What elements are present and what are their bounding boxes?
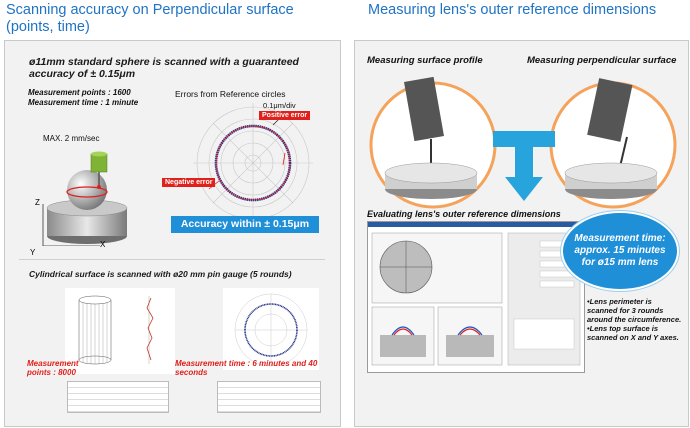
cylinder-result-table (67, 381, 169, 413)
bullet-marker: • (587, 297, 590, 306)
measurement-time-bubble: Measurement time: approx. 15 minutes for… (561, 211, 679, 291)
down-arrow-icon (493, 131, 555, 201)
left-section-title: Scanning accuracy on Perpendicular surfa… (6, 2, 294, 35)
sphere-probe-illustration (42, 151, 128, 246)
reference-circle-plot (193, 103, 313, 223)
scale-label: 0.1μm/div (263, 101, 296, 110)
cylinder-polar-plot (223, 288, 319, 370)
software-plots (371, 232, 581, 366)
cylinder-time-text: Measurement time : 6 minutes and 40 seco… (175, 359, 318, 377)
left-panel: ø11mm standard sphere is scanned with a … (4, 40, 341, 427)
bullet-top-surface-text: Lens top surface is scanned on X and Y a… (587, 324, 679, 342)
perpendicular-surface-label: Measuring perpendicular surface (527, 55, 677, 66)
sphere-headline: ø11mm standard sphere is scanned with a … (29, 56, 299, 80)
probe-head (90, 153, 108, 173)
positive-error-label: Positive error (259, 111, 311, 120)
bullet-marker: • (587, 324, 590, 333)
cylinder-scan-plot (65, 288, 175, 374)
axis-x-label: X (100, 240, 106, 249)
bullet-top-surface: •Lens top surface is scanned on X and Y … (587, 324, 683, 342)
measurement-time-text: Measurement time : 1 minute (28, 98, 139, 107)
accuracy-banner: Accuracy within ± 0.15μm (171, 216, 319, 233)
axis-z-label: Z (35, 198, 40, 207)
cylinder-points-text: Measurement points : 8000 (27, 359, 79, 377)
divider (19, 259, 325, 260)
axis-y-label: Y (30, 248, 36, 257)
stage-bases (384, 162, 658, 199)
bullet-perimeter: •Lens perimeter is scanned for 3 rounds … (587, 297, 683, 324)
software-window (367, 221, 585, 373)
errors-title: Errors from Reference circles (175, 89, 286, 99)
polar-result-table (217, 381, 321, 413)
right-panel: Measuring surface profile Measuring perp… (354, 40, 689, 427)
evaluation-title: Evaluating lens's outer reference dimens… (367, 209, 561, 219)
cylinder-headline: Cylindrical surface is scanned with ø20 … (29, 269, 292, 279)
bullet-perimeter-text: Lens perimeter is scanned for 3 rounds a… (587, 297, 682, 324)
speed-label: MAX. 2 mm/sec (43, 134, 100, 143)
right-section-title: Measuring lens's outer reference dimensi… (368, 2, 657, 18)
measurement-points-text: Measurement points : 1600 (28, 88, 131, 97)
surface-profile-label: Measuring surface profile (367, 55, 483, 66)
software-titlebar (368, 222, 584, 227)
negative-error-label: Negative error (162, 178, 216, 187)
